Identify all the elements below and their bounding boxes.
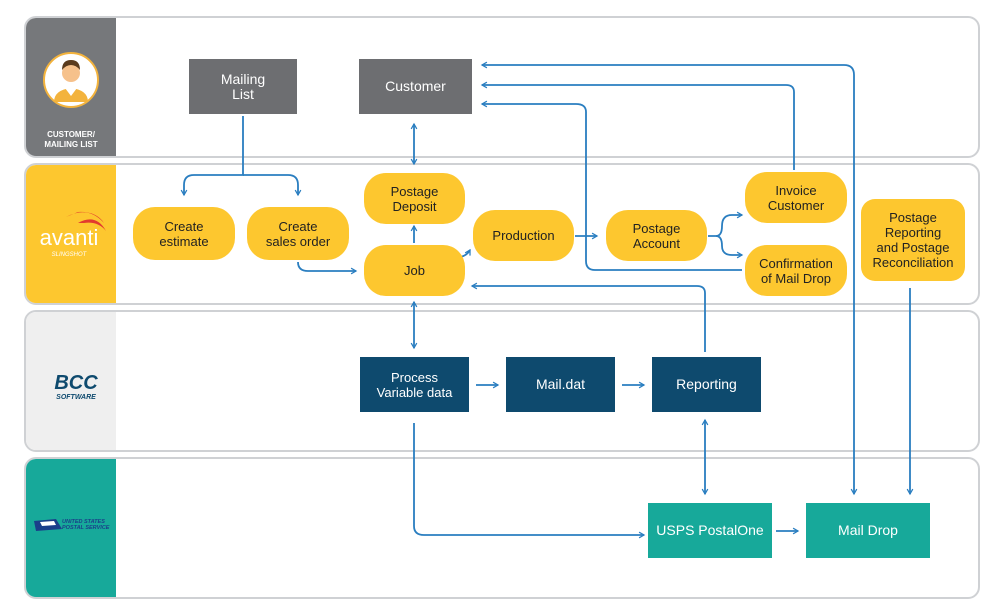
avanti-logo-sub: SLINGSHOT xyxy=(52,252,88,258)
node-process-variable-data: Process Variable data xyxy=(360,357,469,412)
bcc-logo-sub: SOFTWARE xyxy=(56,394,96,401)
node-mail-drop: Mail Drop xyxy=(806,503,930,558)
node-job: Job xyxy=(364,245,465,296)
node-create-estimate: Create estimate xyxy=(133,207,235,260)
lane-customer: CUSTOMER/ MAILING LIST xyxy=(24,16,980,158)
node-usps-postalone: USPS PostalOne xyxy=(648,503,772,558)
node-create-sales-order: Create sales order xyxy=(247,207,349,260)
node-reporting: Reporting xyxy=(652,357,761,412)
node-postage-deposit: Postage Deposit xyxy=(364,173,465,224)
node-confirmation-mail-drop: Confirmation of Mail Drop xyxy=(745,245,847,296)
node-postage-reporting: Postage Reporting and Postage Reconcilia… xyxy=(861,199,965,281)
lane-avanti-header: avanti SLINGSHOT xyxy=(26,165,116,303)
node-invoice-customer: Invoice Customer xyxy=(745,172,847,223)
node-production: Production xyxy=(473,210,574,261)
bcc-logo-text: BCC xyxy=(54,372,98,394)
node-customer: Customer xyxy=(359,59,472,114)
person-icon xyxy=(43,52,99,108)
lane-customer-header: CUSTOMER/ MAILING LIST xyxy=(26,18,116,156)
bcc-logo: BCC SOFTWARE xyxy=(54,372,98,401)
lane-bcc-header: BCC SOFTWARE xyxy=(26,312,116,450)
node-mailing-list: Mailing List xyxy=(189,59,297,114)
avanti-logo: avanti SLINGSHOT xyxy=(40,211,106,258)
lane-bcc: BCC SOFTWARE xyxy=(24,310,980,452)
lane-customer-label: CUSTOMER/ MAILING LIST xyxy=(44,130,98,149)
node-postage-account: Postage Account xyxy=(606,210,707,261)
avanti-logo-text: avanti xyxy=(40,225,99,250)
node-mail-dat: Mail.dat xyxy=(506,357,615,412)
